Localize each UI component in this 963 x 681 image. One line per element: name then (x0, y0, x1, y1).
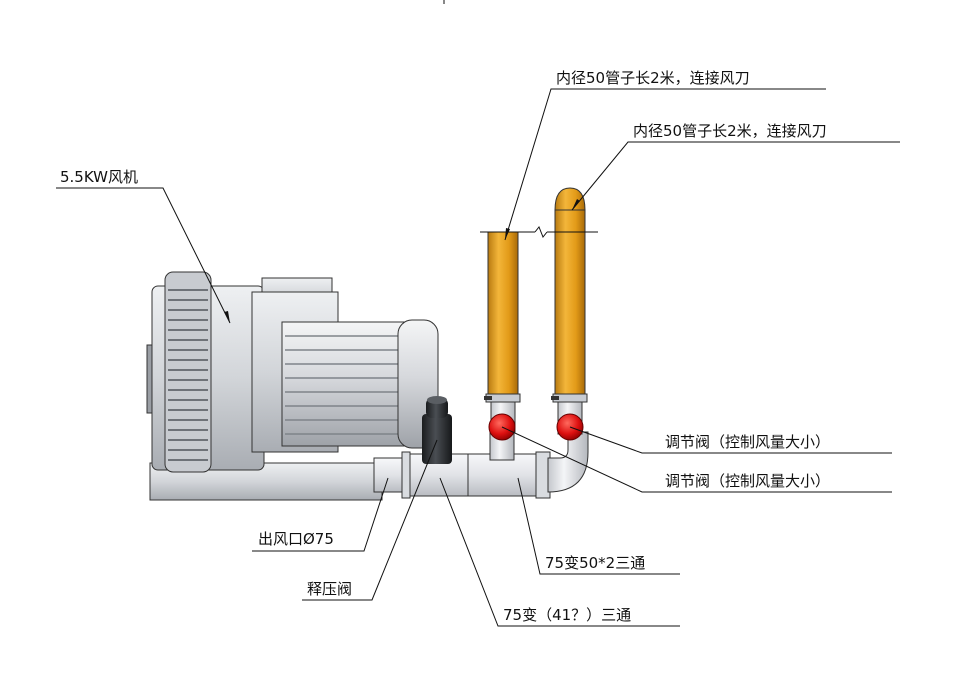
relief-valve (422, 396, 452, 464)
outlet-pipe-assembly (373, 429, 589, 499)
callout-tee-41: 75变（41？）三通 (439, 477, 680, 627)
hose-right (554, 187, 586, 399)
callout-tee-50x2: 75变50*2三通 (517, 477, 680, 575)
blower-fins (164, 271, 212, 473)
label-blower: 5.5KW风机 (60, 168, 138, 186)
callout-hose-top: 内径50管子长2米，连接风刀 (504, 69, 826, 241)
hose-clamp-left (484, 393, 521, 403)
label-relief-valve: 释压阀 (307, 580, 352, 598)
label-hose-top: 内径50管子长2米，连接风刀 (556, 69, 750, 87)
label-tee-41: 75变（41？）三通 (503, 606, 631, 624)
blower (146, 271, 439, 501)
tee-41-collar (401, 451, 411, 499)
elbow (547, 431, 589, 493)
label-valve-2: 调节阀（控制风量大小） (665, 472, 830, 490)
hose-clamp-right (551, 393, 588, 403)
callout-outlet: 出风口Ø75 (252, 477, 389, 552)
motor (281, 319, 439, 449)
callout-hose-second: 内径50管子长2米，连接风刀 (571, 122, 900, 211)
hose-left (487, 231, 519, 399)
callout-valve-1: 调节阀（控制风量大小） (569, 426, 892, 454)
callout-blower: 5.5KW风机 (56, 168, 231, 324)
label-tee-50x2: 75变50*2三通 (545, 554, 645, 572)
callout-relief-valve: 释压阀 (302, 439, 438, 601)
label-hose-second: 内径50管子长2米，连接风刀 (633, 122, 827, 140)
callout-valve-2: 调节阀（控制风量大小） (501, 426, 892, 493)
label-valve-1: 调节阀（控制风量大小） (665, 433, 830, 451)
label-outlet: 出风口Ø75 (258, 530, 334, 548)
